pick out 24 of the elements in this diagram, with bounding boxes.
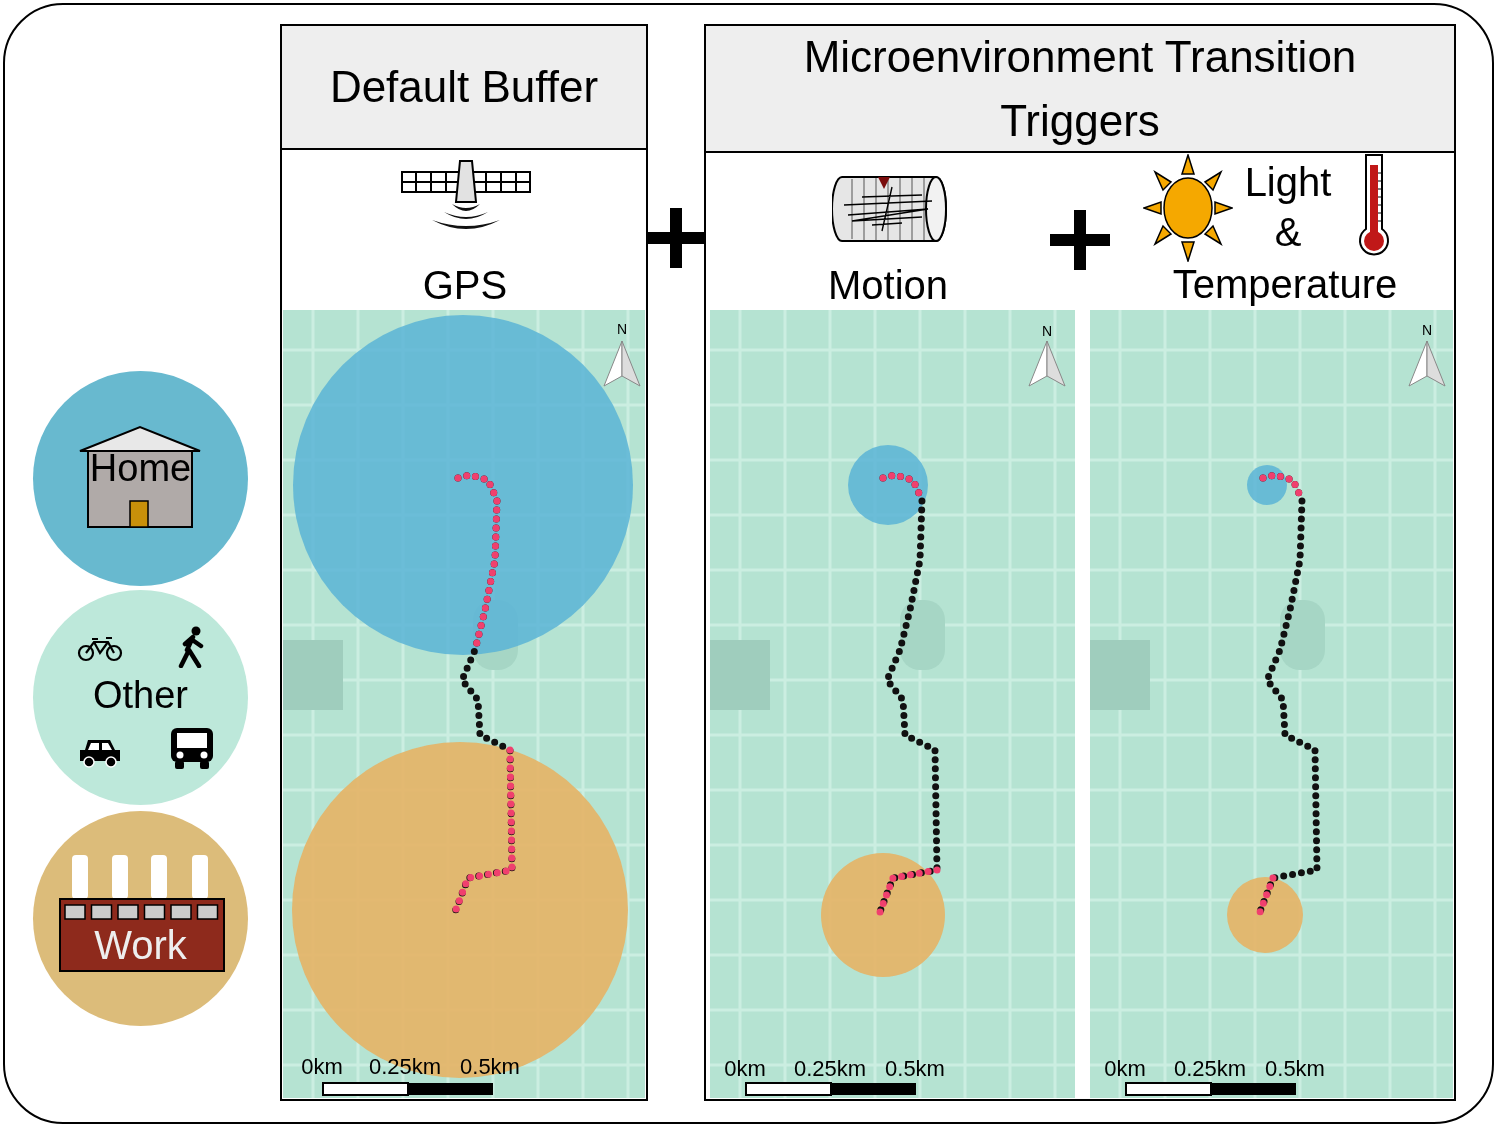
scale-label: 0.25km [1173,1058,1247,1080]
north-label: N [616,322,628,336]
scale-label: 0.5km [885,1058,945,1080]
scale-label: 0.5km [1265,1058,1325,1080]
north-label: N [1041,324,1053,338]
panel [280,24,648,1101]
scale-label: 0.5km [460,1056,520,1078]
sensor-label: GPS [422,265,508,305]
scale-label: 0km [1104,1058,1146,1080]
category-label: Other [91,676,189,714]
sensor-label: Light [1244,162,1332,202]
sensor-label: Motion [827,265,949,305]
category-label: Work [93,925,188,965]
scale-label: 0km [301,1056,343,1078]
scale-label: 0.25km [368,1056,442,1078]
panel [704,24,1456,1101]
scale-label: 0km [724,1058,766,1080]
sensor-label: Temperature [1172,264,1398,304]
category-label: Home [88,449,193,487]
north-label: N [1421,323,1433,337]
scale-label: 0.25km [793,1058,867,1080]
panel-title: Microenvironment Transition Triggers [802,30,1358,147]
panel-title: Default Buffer [328,61,600,114]
sensor-label: & [1274,212,1302,252]
